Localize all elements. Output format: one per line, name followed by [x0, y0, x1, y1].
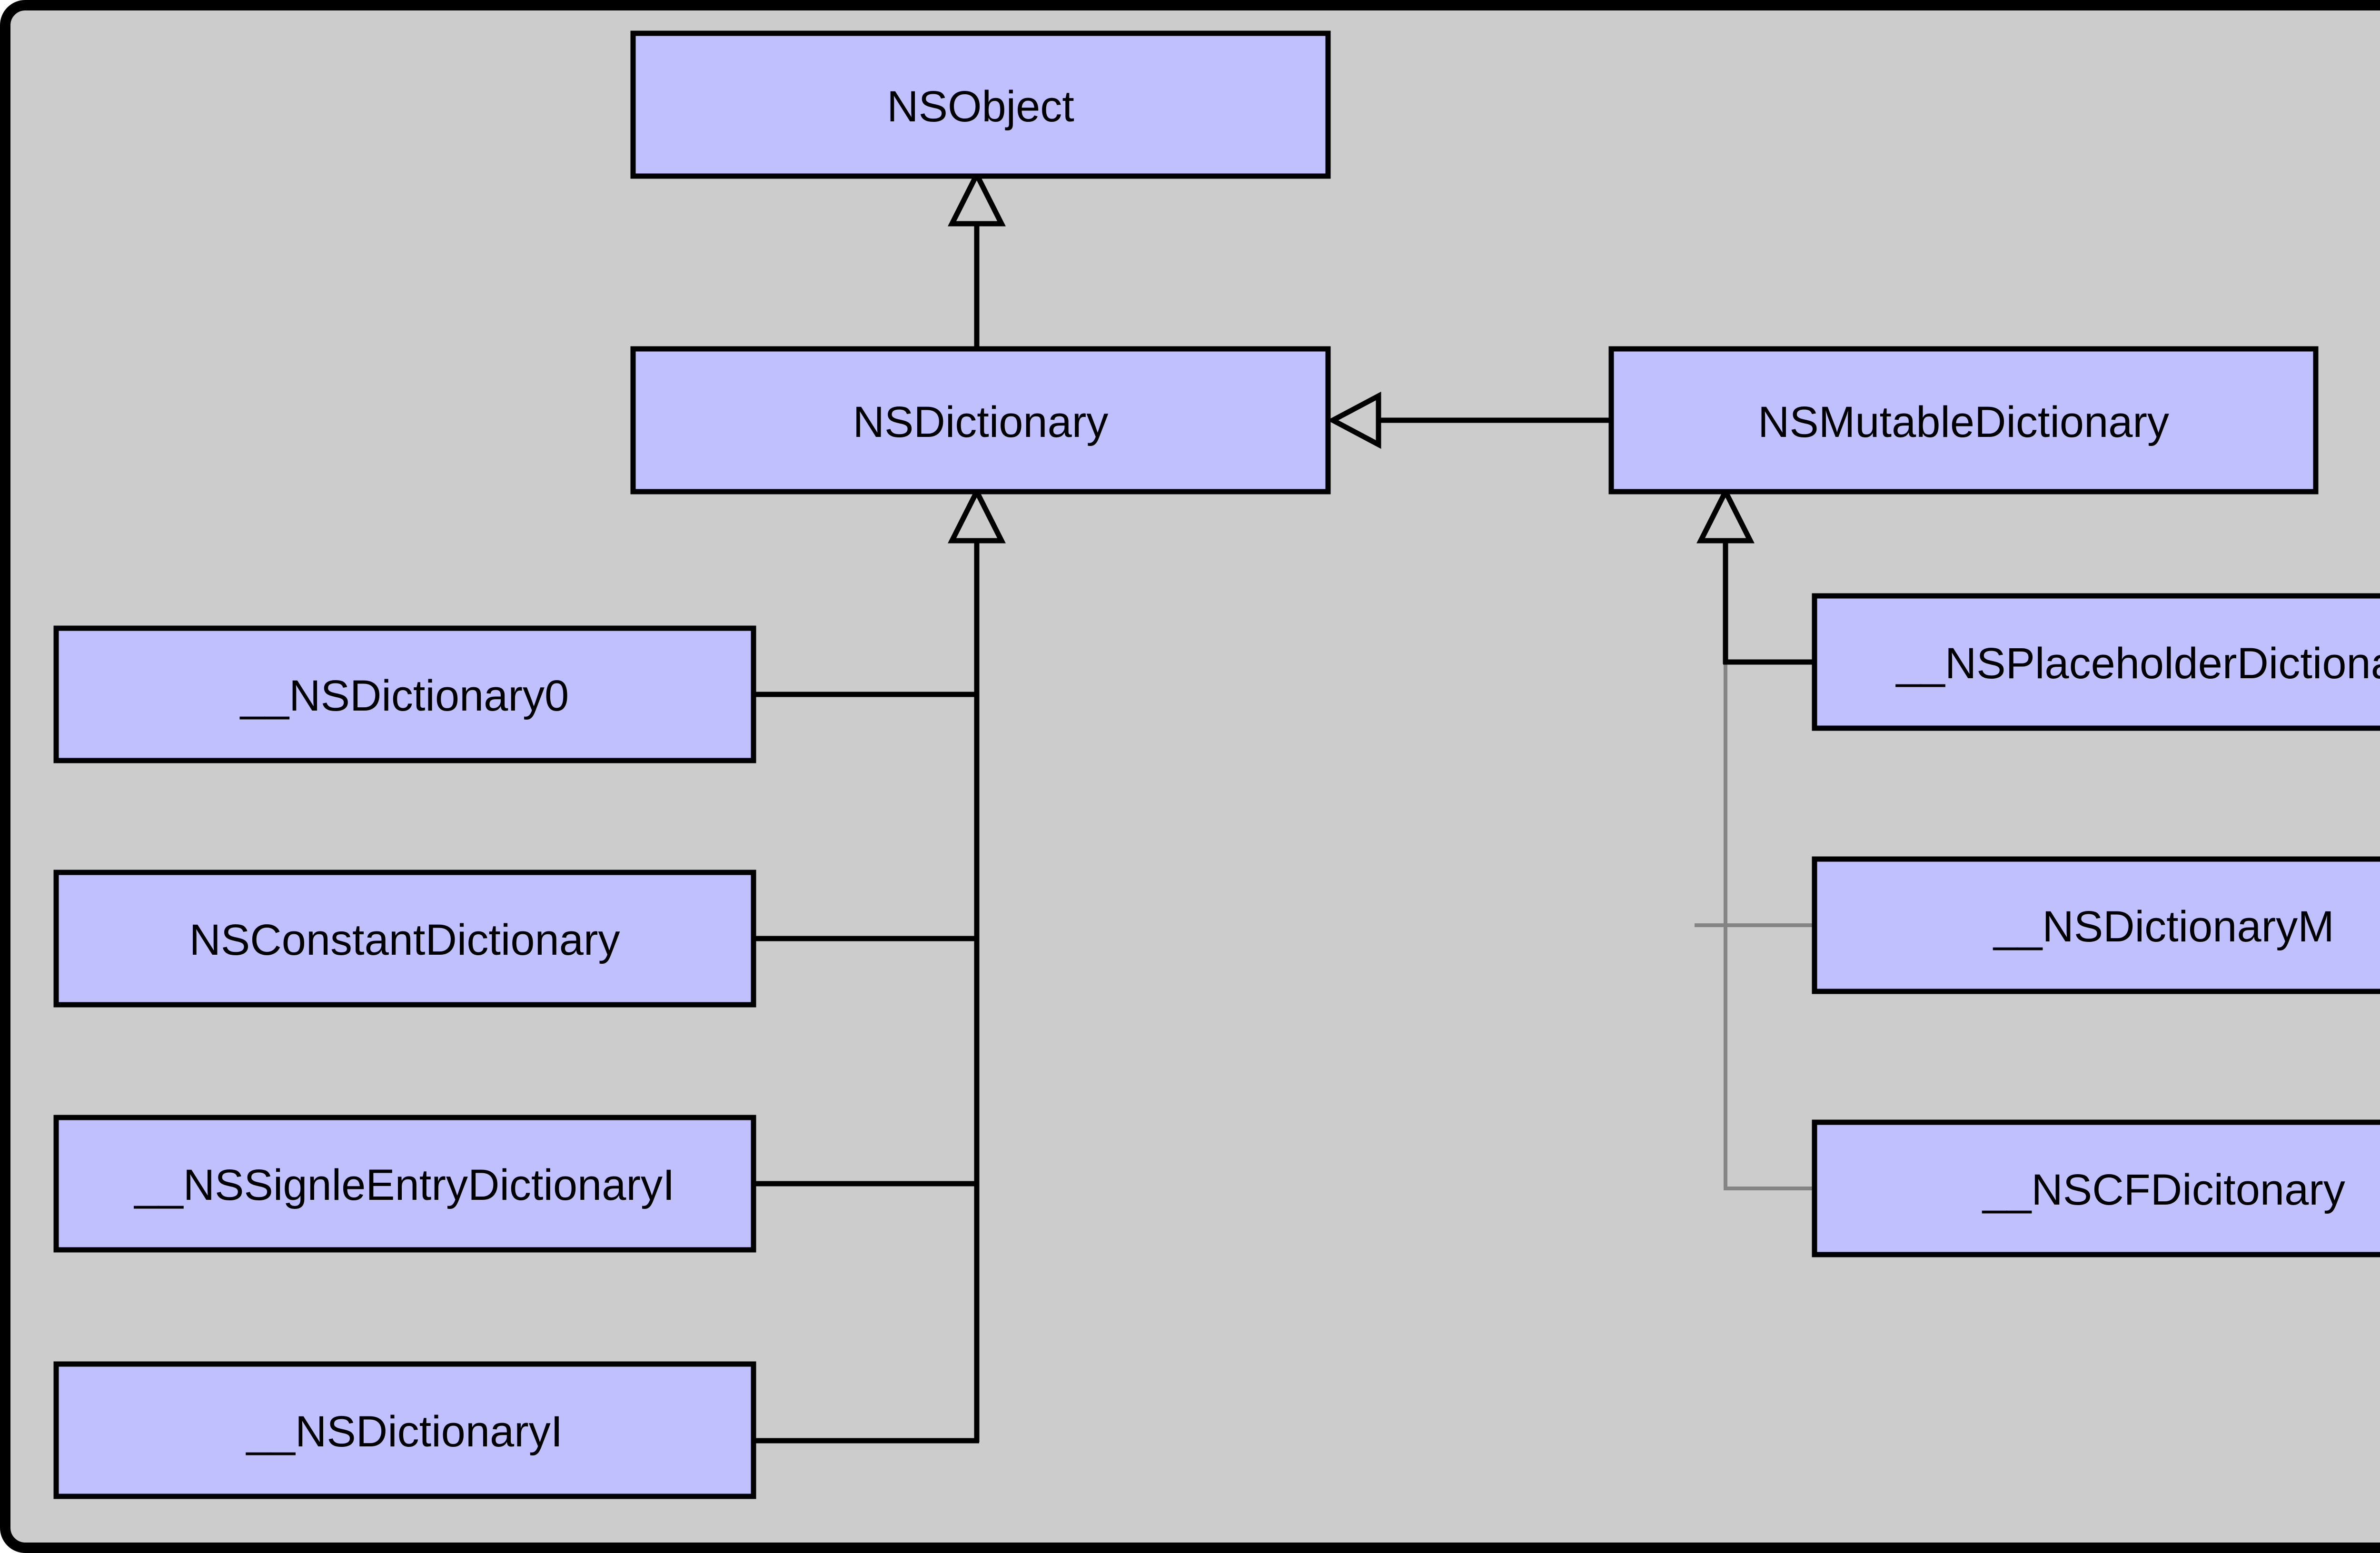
class-node-nsplaceholderdictionary[interactable]: __NSPlaceholderDictionary: [1812, 593, 2380, 731]
edge-nsdictionary-to-nsobject: [948, 168, 1006, 349]
class-node-nsmutabledictionary[interactable]: NSMutableDictionary: [1608, 346, 2319, 495]
edge-nsmutabledictionary-to-nsdictionary: [1327, 391, 1611, 449]
class-box-nssignleentrydictionaryi[interactable]: [53, 1115, 756, 1253]
class-box-nsconstantdictionary[interactable]: [53, 870, 756, 1008]
class-label-nsdictionaryi: __NSDictionaryI: [246, 1407, 563, 1456]
class-node-nsobject[interactable]: NSObject: [630, 30, 1331, 179]
edge-group-nsdictionary-subclasses: [754, 485, 1006, 1444]
class-node-nsconstantdictionary[interactable]: NSConstantDictionary: [53, 870, 756, 1008]
class-label-nsconstantdictionary: NSConstantDictionary: [189, 916, 620, 964]
class-box-nsmutabledictionary[interactable]: [1608, 346, 2319, 495]
class-box-nsdictionary0[interactable]: [53, 625, 756, 763]
class-node-nssignleentrydictionaryi[interactable]: __NSSignleEntryDictionaryI: [53, 1115, 756, 1253]
class-box-nscfdicitonary[interactable]: [1812, 1119, 2380, 1257]
class-node-nscfdicitonary[interactable]: __NSCFDicitonary: [1812, 1119, 2380, 1257]
class-label-nsplaceholderdictionary: __NSPlaceholderDictionary: [1895, 639, 2380, 688]
class-node-nsdictionary0[interactable]: __NSDictionary0: [53, 625, 756, 763]
class-box-nsdictionaryi[interactable]: [53, 1361, 756, 1499]
class-box-nsplaceholderdictionary[interactable]: [1812, 593, 2380, 731]
class-label-nsdictionarym: __NSDictionaryM: [1993, 902, 2334, 951]
class-label-nsmutabledictionary: NSMutableDictionary: [1758, 398, 2169, 446]
class-box-nsdictionarym[interactable]: [1812, 856, 2380, 994]
class-label-nsobject: NSObject: [887, 82, 1074, 131]
class-label-nscfdicitonary: __NSCFDicitonary: [1982, 1166, 2345, 1214]
edge-group-nsmutabledictionary-subclasses: [1695, 485, 1815, 1190]
class-label-nsdictionary0: __NSDictionary0: [239, 672, 569, 720]
class-box-nsobject[interactable]: [630, 30, 1331, 179]
class-box-nsdictionary[interactable]: [630, 346, 1331, 495]
class-node-nsdictionary[interactable]: NSDictionary: [630, 346, 1331, 495]
class-label-nssignleentrydictionaryi: __NSSignleEntryDictionaryI: [133, 1161, 674, 1209]
class-node-nsdictionarym[interactable]: __NSDictionaryM: [1812, 856, 2380, 994]
class-label-nsdictionary: NSDictionary: [853, 398, 1109, 446]
class-node-nsdictionaryi[interactable]: __NSDictionaryI: [53, 1361, 756, 1499]
